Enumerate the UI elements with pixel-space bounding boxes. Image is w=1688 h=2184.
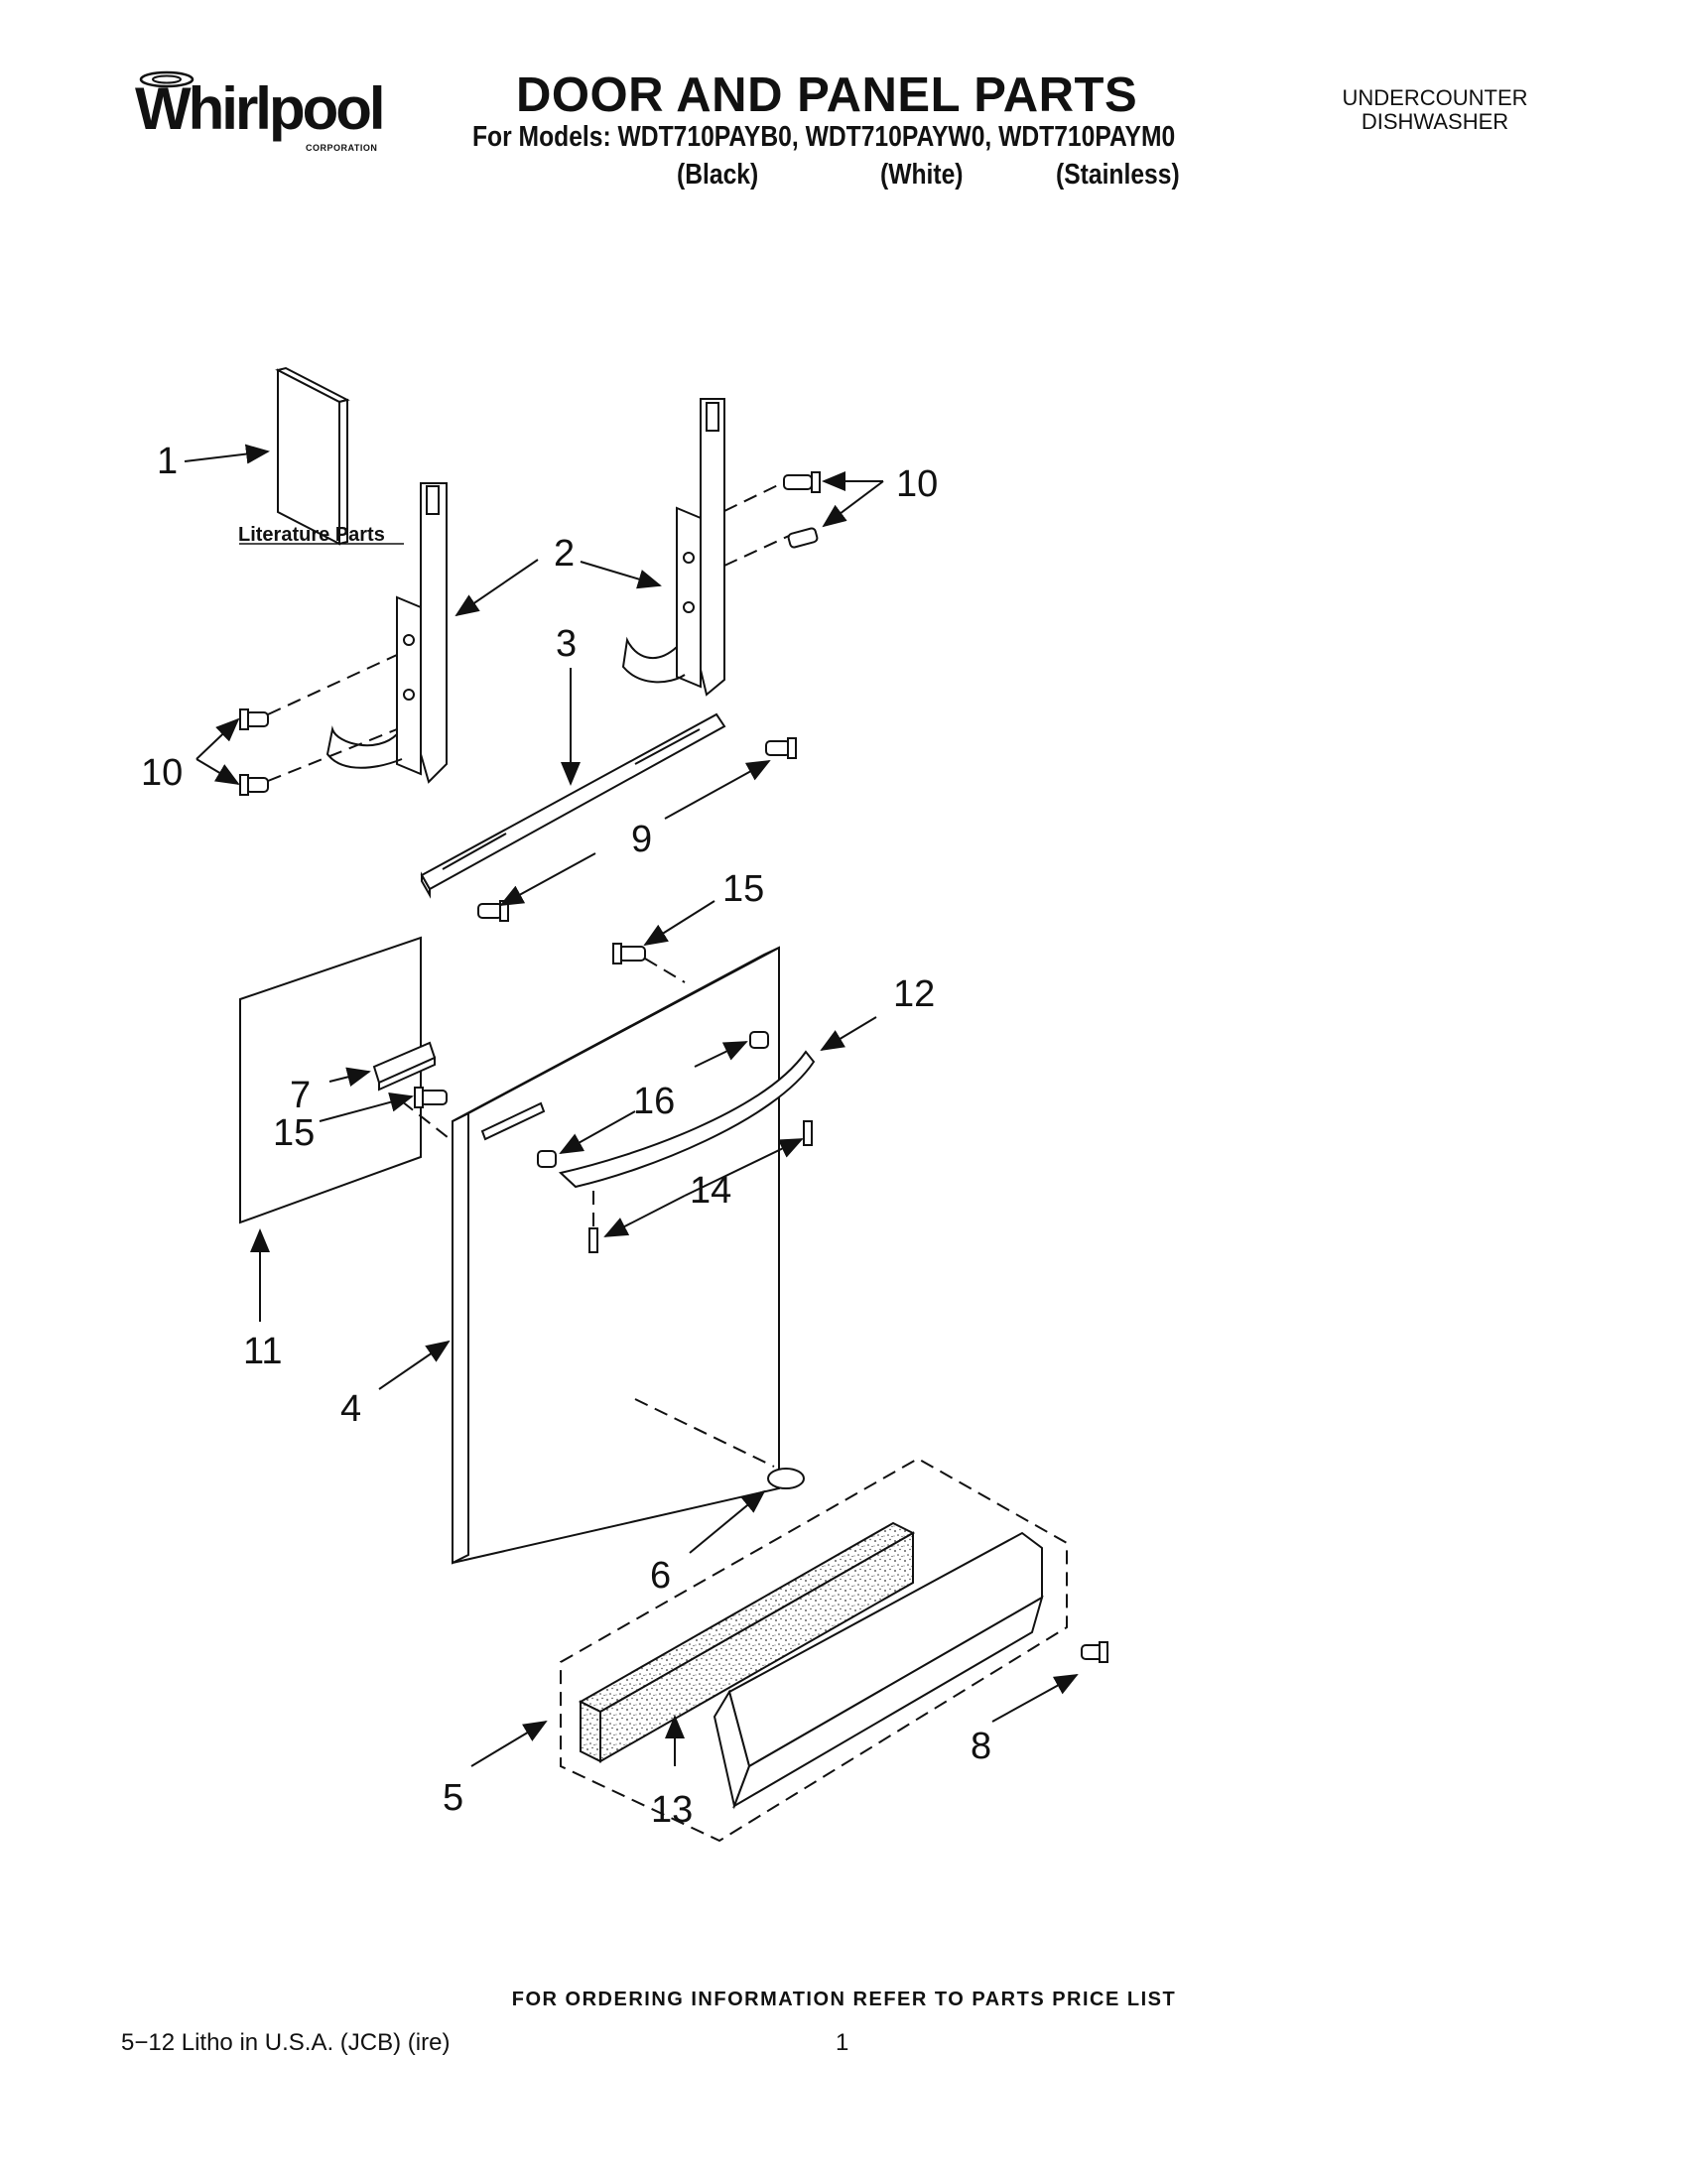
door-latch-vent [372, 1041, 437, 1092]
callout-7: 7 [290, 1075, 311, 1116]
hinge-bracket-right [621, 398, 725, 697]
screw-15-upper [612, 943, 646, 964]
screw-16-lower [537, 1150, 557, 1168]
variant-black: (Black) [677, 159, 759, 191]
callout-10-upper: 10 [896, 463, 938, 505]
callout-10-lower: 10 [141, 752, 183, 794]
screw-10-upper-right [783, 471, 821, 493]
screw-10-lower-right [787, 527, 819, 549]
logo-wordmark: Whirlpool [135, 75, 386, 142]
handle-pin-right [803, 1120, 813, 1146]
screw-16-upper [749, 1031, 769, 1049]
screw-10-upper-left [239, 708, 269, 730]
callout-2: 2 [554, 533, 575, 575]
appliance-type-line1: UNDERCOUNTER [1342, 85, 1528, 110]
foam-insulation-strip [578, 1521, 916, 1763]
callout-5: 5 [443, 1777, 463, 1819]
kickplate-assembly-outline [560, 1457, 1068, 1843]
callout-4: 4 [340, 1388, 361, 1430]
variant-stainless: (Stainless) [1056, 159, 1180, 191]
callout-6: 6 [650, 1555, 671, 1597]
door-handle [558, 1050, 816, 1189]
kickplate [713, 1531, 1044, 1810]
screw-8 [1081, 1641, 1108, 1663]
callout-16: 16 [633, 1081, 675, 1122]
oval-plug [767, 1468, 805, 1489]
callout-11: 11 [243, 1331, 282, 1372]
handle-pin-left [588, 1227, 598, 1253]
screw-15-lower [414, 1087, 448, 1108]
page-title: DOOR AND PANEL PARTS [516, 68, 1138, 122]
whirlpool-logo: Whirlpool CORPORATION [127, 65, 395, 161]
mounting-rail [420, 712, 726, 899]
page-number: 1 [836, 2029, 849, 2056]
callout-15-upper: 15 [722, 868, 764, 910]
callout-15-lower: 15 [273, 1112, 315, 1154]
callout-12: 12 [893, 973, 935, 1015]
callout-8: 8 [971, 1726, 991, 1767]
models-line: For Models: WDT710PAYB0, WDT710PAYW0, WD… [472, 121, 1176, 153]
ordering-note: FOR ORDERING INFORMATION REFER TO PARTS … [511, 1989, 1177, 2010]
appliance-type-line2: DISHWASHER [1361, 109, 1509, 134]
logo-corporation: CORPORATION [306, 143, 378, 153]
literature-booklet [239, 366, 404, 546]
callout-1: 1 [157, 441, 178, 482]
callout-9: 9 [631, 819, 652, 860]
hinge-bracket-left [325, 482, 448, 784]
callout-3: 3 [556, 623, 577, 665]
variant-white: (White) [880, 159, 964, 191]
litho-line: 5−12 Litho in U.S.A. (JCB) (ire) [121, 2029, 451, 2056]
literature-parts-label: Literature Parts [238, 524, 385, 546]
callout-14: 14 [690, 1170, 731, 1212]
outer-door-panel [452, 946, 780, 1565]
screw-9-left [477, 900, 509, 922]
logo-swirl-icon [139, 70, 195, 88]
callout-13: 13 [651, 1789, 693, 1831]
insulation-sheet [239, 936, 422, 1224]
screw-10-lower-left [239, 774, 269, 796]
screw-9-right [765, 737, 797, 759]
